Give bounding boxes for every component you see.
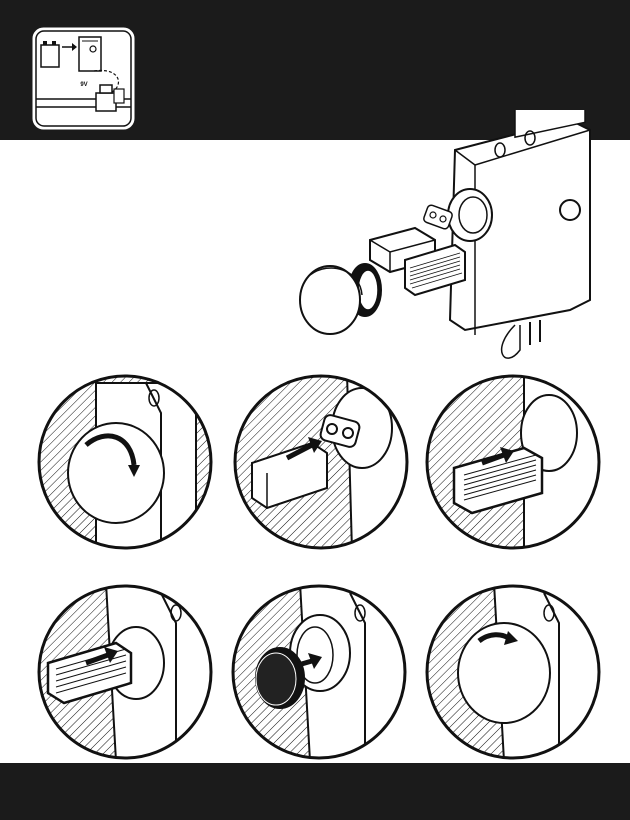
exploded-view-illustration: [290, 110, 610, 370]
step-3-place-battery-holder: [424, 373, 602, 551]
battery-label: 9V: [77, 82, 91, 88]
step-1-remove-cap: [36, 373, 214, 551]
step-5-seat-o-ring-cap: [230, 583, 408, 761]
step-6-close-cap: [424, 583, 602, 761]
footer-band: [0, 763, 630, 820]
step-4-slide-holder-in: [36, 583, 214, 761]
step-2-insert-battery-clip: [232, 373, 410, 551]
battery-to-valve-icon: 9V: [32, 27, 135, 130]
